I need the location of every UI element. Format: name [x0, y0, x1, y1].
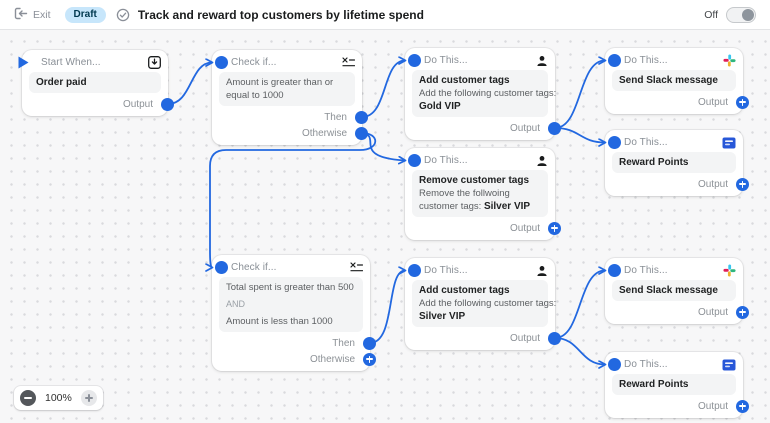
input-connector[interactable] — [608, 136, 621, 149]
toggle-state-label: Off — [704, 8, 718, 21]
add-next-step-button[interactable] — [736, 399, 749, 413]
condition-icon — [342, 57, 355, 68]
output-connector[interactable] — [161, 97, 174, 111]
output-connector[interactable] — [548, 331, 561, 345]
action-node-slack-2[interactable]: Do This... Send Slack message Output — [605, 258, 749, 324]
condition-summary: Total spent is greater than 500 AND Amou… — [219, 277, 363, 332]
top-bar: Exit Draft Track and reward top customer… — [0, 0, 770, 30]
output-connector[interactable] — [548, 121, 561, 135]
condition-node-1[interactable]: Check if... Amount is greater than or eq… — [212, 50, 368, 145]
node-type-label: Check if... — [231, 57, 277, 68]
output-label: Output — [697, 400, 728, 412]
output-label: Output — [697, 178, 728, 190]
trigger-node-order-paid[interactable]: Start When... Order paid Output — [18, 50, 174, 116]
status-badge: Draft — [64, 6, 106, 23]
toggle-knob — [742, 8, 754, 21]
node-type-label: Do This... — [624, 359, 668, 370]
add-next-step-button[interactable] — [548, 221, 561, 235]
exit-icon — [14, 7, 28, 23]
input-connector[interactable] — [408, 54, 421, 67]
action-summary: Send Slack message — [612, 70, 736, 91]
action-node-reward-points-2[interactable]: Do This... Reward Points Output — [605, 352, 749, 418]
node-type-label: Check if... — [231, 262, 277, 273]
reward-app-icon — [722, 359, 736, 371]
input-connector[interactable] — [608, 54, 621, 67]
node-type-label: Start When... — [41, 57, 101, 68]
workflow-enable-toggle[interactable] — [726, 6, 756, 23]
condition-summary: Amount is greater than or equal to 1000 — [219, 72, 355, 106]
action-summary: Reward Points — [612, 374, 736, 395]
input-connector[interactable] — [408, 264, 421, 277]
otherwise-label: Otherwise — [309, 353, 355, 365]
zoom-controls: 100% — [14, 386, 103, 410]
then-label: Then — [332, 337, 355, 349]
action-summary: Add customer tags Add the following cust… — [412, 70, 556, 117]
input-connector[interactable] — [215, 261, 228, 274]
customer-icon — [536, 265, 548, 277]
node-type-label: Do This... — [424, 265, 468, 276]
action-summary: Reward Points — [612, 152, 736, 173]
output-label: Output — [509, 222, 540, 234]
order-paid-icon — [148, 56, 161, 69]
node-type-label: Do This... — [624, 55, 668, 66]
action-summary: Send Slack message — [612, 280, 736, 301]
trigger-summary: Order paid — [29, 72, 161, 93]
action-node-reward-points-1[interactable]: Do This... Reward Points Output — [605, 130, 749, 196]
output-label: Output — [509, 332, 540, 344]
zoom-out-button[interactable] — [20, 390, 36, 406]
action-node-add-silver-tags[interactable]: Do This... Add customer tags Add the fol… — [405, 258, 561, 350]
exit-label: Exit — [33, 8, 51, 21]
customer-icon — [536, 155, 548, 167]
add-next-step-button[interactable] — [736, 305, 749, 319]
input-connector[interactable] — [608, 358, 621, 371]
otherwise-connector[interactable] — [355, 126, 368, 140]
add-next-step-button[interactable] — [736, 95, 749, 109]
trigger-start-icon — [18, 56, 29, 74]
condition-node-2[interactable]: Check if... Total spent is greater than … — [212, 255, 376, 371]
exit-button[interactable]: Exit — [14, 7, 51, 23]
action-summary: Add customer tags Add the following cust… — [412, 280, 556, 327]
action-summary: Remove customer tags Remove the follwoin… — [412, 170, 548, 217]
output-label: Output — [697, 96, 728, 108]
input-connector[interactable] — [408, 154, 421, 167]
output-label: Output — [509, 122, 540, 134]
input-connector[interactable] — [215, 56, 228, 69]
output-label: Output — [122, 98, 153, 110]
output-label: Output — [697, 306, 728, 318]
workflow-title: Track and reward top customers by lifeti… — [137, 7, 424, 22]
zoom-level: 100% — [45, 392, 72, 404]
node-type-label: Do This... — [424, 155, 468, 166]
node-type-label: Do This... — [624, 137, 668, 148]
condition-icon — [350, 262, 363, 273]
slack-icon — [723, 54, 736, 67]
action-node-slack-1[interactable]: Do This... Send Slack message Output — [605, 48, 749, 114]
then-label: Then — [324, 111, 347, 123]
zoom-in-button[interactable] — [80, 390, 97, 406]
action-node-add-gold-tags[interactable]: Do This... Add customer tags Add the fol… — [405, 48, 561, 140]
status-check-icon — [116, 8, 130, 22]
input-connector[interactable] — [608, 264, 621, 277]
condition-operator: AND — [226, 299, 246, 309]
node-type-label: Do This... — [624, 265, 668, 276]
action-node-remove-silver-tags[interactable]: Do This... Remove customer tags Remove t… — [405, 148, 561, 240]
add-next-step-button[interactable] — [736, 177, 749, 191]
slack-icon — [723, 264, 736, 277]
otherwise-add-step-button[interactable] — [363, 352, 376, 366]
customer-icon — [536, 55, 548, 67]
then-connector[interactable] — [355, 110, 368, 124]
node-type-label: Do This... — [424, 55, 468, 66]
otherwise-label: Otherwise — [301, 127, 347, 139]
reward-app-icon — [722, 137, 736, 149]
then-connector[interactable] — [363, 336, 376, 350]
